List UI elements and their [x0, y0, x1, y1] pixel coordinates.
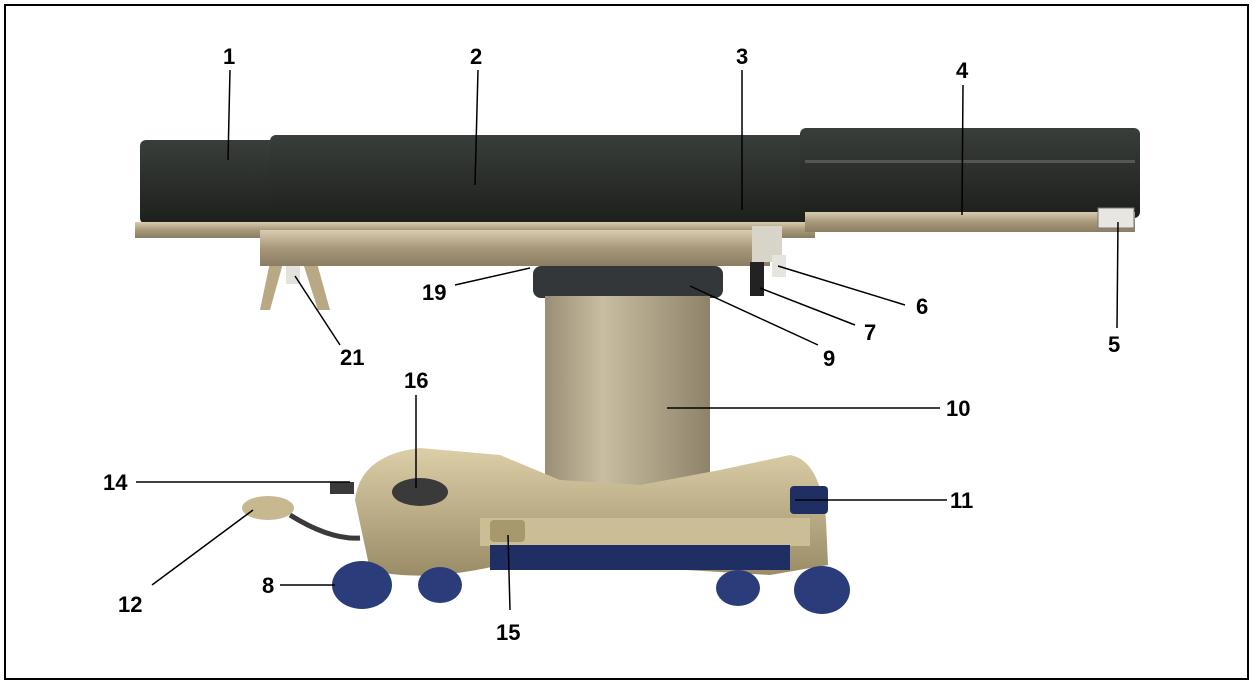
base-underside [490, 545, 790, 570]
callout-9: 9 [823, 346, 835, 371]
caster-front-left [332, 561, 392, 609]
head-section-cushion [140, 140, 300, 224]
leg-section-split [805, 160, 1135, 163]
handset-12 [242, 496, 294, 520]
callout-19: 19 [422, 280, 446, 305]
lever-7 [750, 262, 764, 296]
handset-cable [288, 512, 361, 541]
leader-lines [136, 69, 1119, 611]
caster-rear-mid [716, 570, 760, 606]
callout-7: 7 [864, 320, 876, 345]
callout-2: 2 [470, 44, 482, 69]
callout-3: 3 [736, 44, 748, 69]
callout-1: 1 [223, 44, 235, 69]
foot-control-16 [392, 478, 448, 506]
back-section-cushion [270, 135, 810, 223]
callout-4: 4 [956, 58, 969, 83]
callout-14: 14 [103, 470, 128, 495]
caster-rear-right [794, 566, 850, 614]
side-rail-right [805, 212, 1135, 232]
base-plinth [480, 518, 810, 546]
callout-12: 12 [118, 592, 142, 617]
casters [332, 561, 850, 614]
callout-8: 8 [262, 573, 274, 598]
table-top [135, 128, 1140, 238]
callout-10: 10 [946, 396, 970, 421]
callout-15: 15 [496, 620, 520, 645]
leg-section-cushion [800, 128, 1140, 218]
column [545, 296, 710, 506]
table-frame [260, 230, 770, 266]
callout-5: 5 [1108, 332, 1120, 357]
callout-6: 6 [916, 294, 928, 319]
column-cap [533, 266, 723, 298]
caster-front-mid [418, 567, 462, 603]
callout-labels: 1 2 3 4 5 6 7 8 9 10 11 12 14 15 16 19 2… [103, 44, 1120, 645]
figure-frame [4, 4, 1249, 680]
switch-14 [330, 482, 354, 494]
callout-16: 16 [404, 368, 428, 393]
callout-21: 21 [340, 345, 364, 370]
callout-11: 11 [950, 488, 973, 513]
base [355, 448, 828, 576]
pedal-15 [490, 520, 525, 542]
rail-end-clamp [1097, 207, 1135, 229]
